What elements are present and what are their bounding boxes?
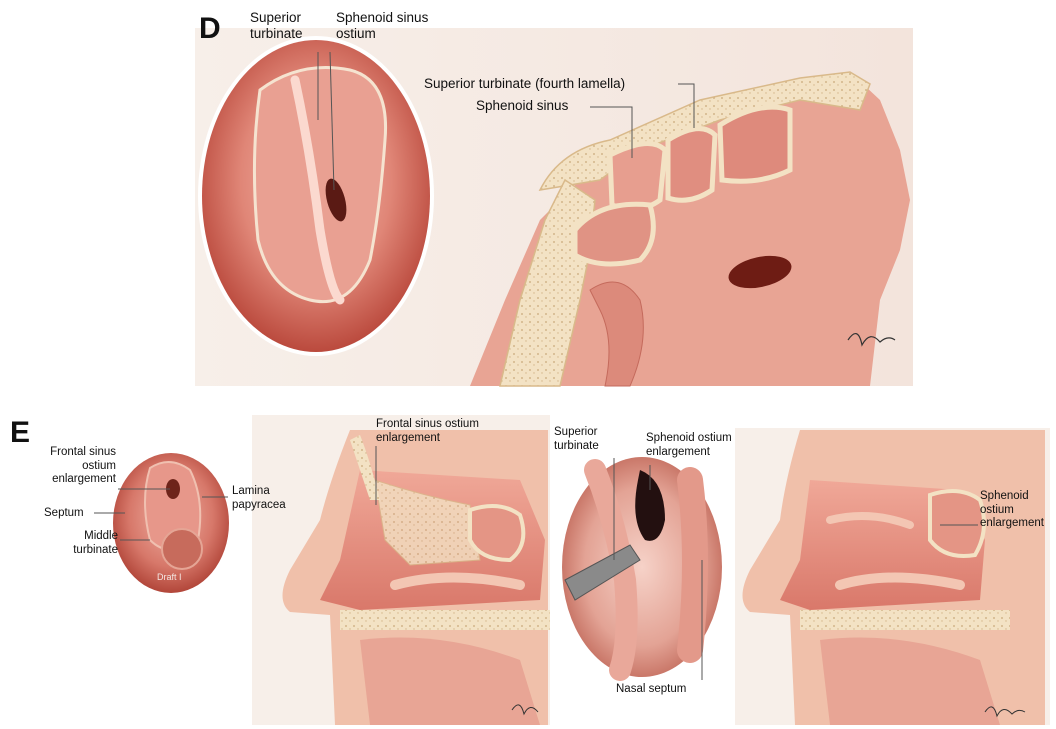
signature-e1 (512, 705, 538, 714)
signature-d (848, 334, 895, 345)
signature-e2 (985, 707, 1025, 716)
